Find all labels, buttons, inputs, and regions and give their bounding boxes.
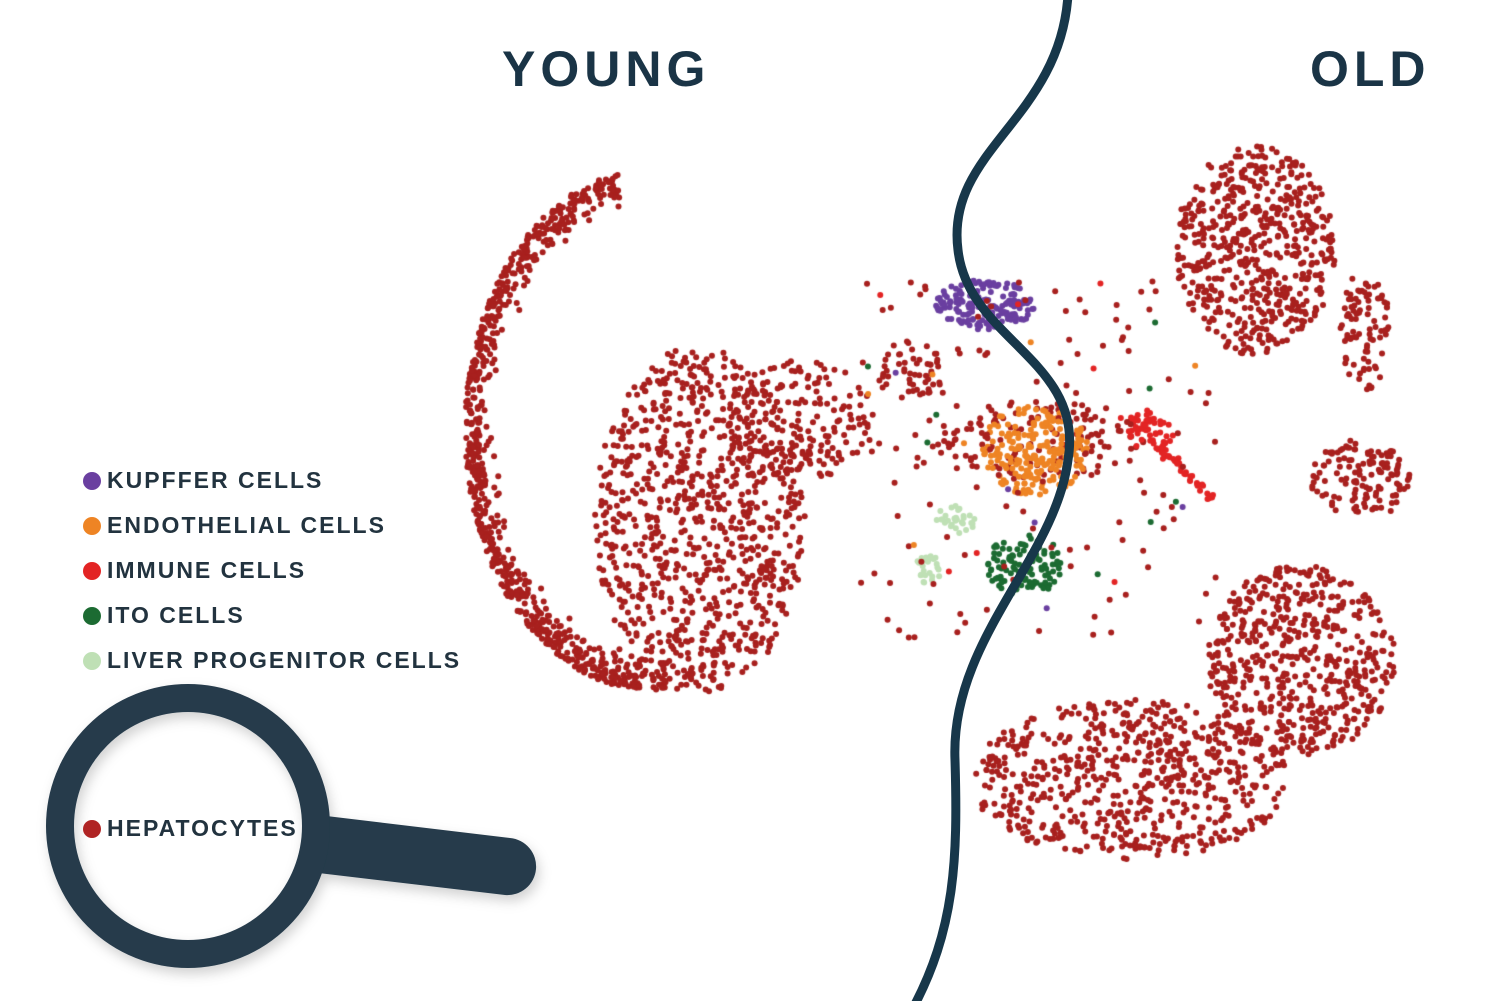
progenitor-dot-icon	[83, 651, 101, 670]
legend-label: ENDOTHELIAL CELLS	[107, 512, 386, 538]
old-title: OLD	[1310, 41, 1431, 97]
legend-label: KUPFFER CELLS	[107, 467, 324, 493]
endothelial-dot-icon	[83, 516, 101, 535]
young-title: YOUNG	[502, 41, 711, 97]
legend-item-hepatocytes: HEPATOCYTES	[83, 815, 298, 842]
legend-item-ito: ITO CELLS	[83, 593, 461, 638]
legend-label: ITO CELLS	[107, 602, 245, 628]
hepatocytes-dot-icon	[83, 819, 101, 838]
legend-item-immune: IMMUNE CELLS	[83, 548, 461, 593]
ito-dot-icon	[83, 606, 101, 625]
legend-item-endothelial: ENDOTHELIAL CELLS	[83, 503, 461, 548]
legend-item-progenitor: LIVER PROGENITOR CELLS	[83, 638, 461, 683]
legend-label: HEPATOCYTES	[107, 815, 298, 841]
kupffer-dot-icon	[83, 471, 101, 490]
legend-item-kupffer: KUPFFER CELLS	[83, 458, 461, 503]
legend: KUPFFER CELLS ENDOTHELIAL CELLS IMMUNE C…	[83, 458, 461, 683]
legend-label: LIVER PROGENITOR CELLS	[107, 647, 462, 673]
immune-dot-icon	[83, 561, 101, 580]
legend-label: IMMUNE CELLS	[107, 557, 307, 583]
